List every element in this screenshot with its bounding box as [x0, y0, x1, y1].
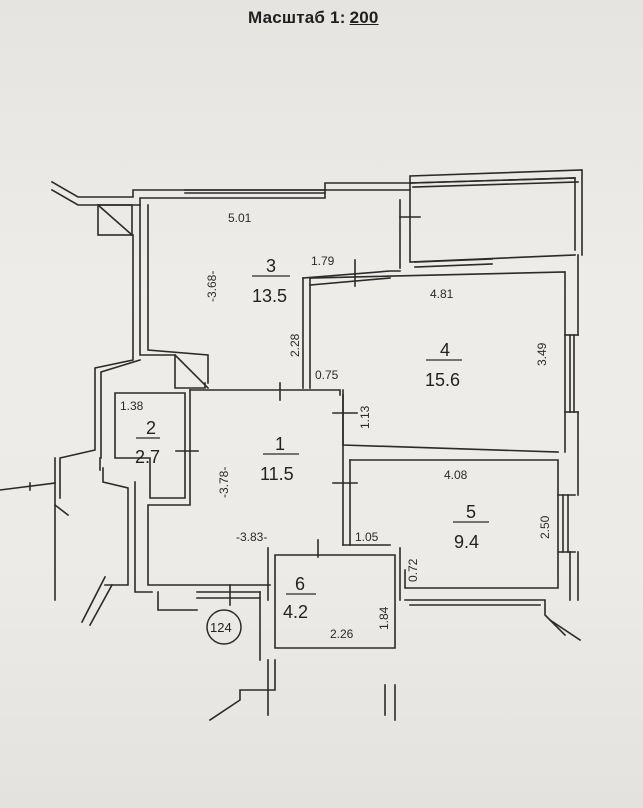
dim-4-81: 4.81 — [430, 287, 454, 301]
balcony — [399, 189, 576, 269]
room-1-number: 1 — [275, 434, 285, 454]
dim-0-72: 0.72 — [406, 558, 420, 582]
dim-3-68: -3.68- — [205, 271, 219, 302]
room-6-walls — [267, 547, 401, 649]
dim-1-38: 1.38 — [120, 399, 144, 413]
dim-1-84: 1.84 — [377, 606, 391, 630]
dim-3-83: -3.83- — [236, 530, 267, 544]
scale-text: Масштаб 1: — [248, 8, 346, 27]
dim-2-26: 2.26 — [330, 627, 354, 641]
dim-1-05: 1.05 — [355, 530, 379, 544]
room-5-number: 5 — [466, 502, 476, 522]
room-3-number: 3 — [266, 256, 276, 276]
dim-4-08: 4.08 — [444, 468, 468, 482]
dim-3-49: 3.49 — [535, 342, 549, 366]
scale-value: 200 — [349, 8, 379, 27]
marker-number: 124 — [210, 620, 232, 635]
outer-wall-left — [0, 203, 153, 627]
room-6-area: 4.2 — [283, 602, 308, 622]
room-1-area: 11.5 — [260, 464, 294, 484]
room-3-area: 13.5 — [252, 286, 287, 306]
dim-2-28: 2.28 — [288, 333, 302, 357]
dim-2-50: 2.50 — [538, 515, 552, 539]
room-5-area: 9.4 — [454, 532, 479, 552]
room-2-walls — [114, 392, 199, 499]
dim-1-13: 1.13 — [358, 405, 372, 429]
outer-wall-top — [50, 169, 583, 256]
dim-0-75: 0.75 — [315, 368, 339, 382]
marker-circle: 124 — [206, 609, 242, 645]
room-1-walls — [147, 382, 391, 586]
dim-3-78: -3.78- — [217, 467, 231, 498]
room-5-walls — [349, 459, 579, 601]
room-6-number: 6 — [295, 574, 305, 594]
dim-1-79: 1.79 — [311, 254, 335, 268]
lower-walls — [157, 584, 582, 722]
scale-label: Масштаб 1:200 — [248, 8, 379, 28]
room-2-number: 2 — [146, 418, 156, 438]
room-2-area: 2.7 — [135, 447, 160, 467]
room-4-number: 4 — [440, 340, 450, 360]
room-4-area: 15.6 — [425, 370, 460, 390]
room-3-walls — [139, 204, 401, 390]
dim-5-01: 5.01 — [228, 211, 252, 225]
